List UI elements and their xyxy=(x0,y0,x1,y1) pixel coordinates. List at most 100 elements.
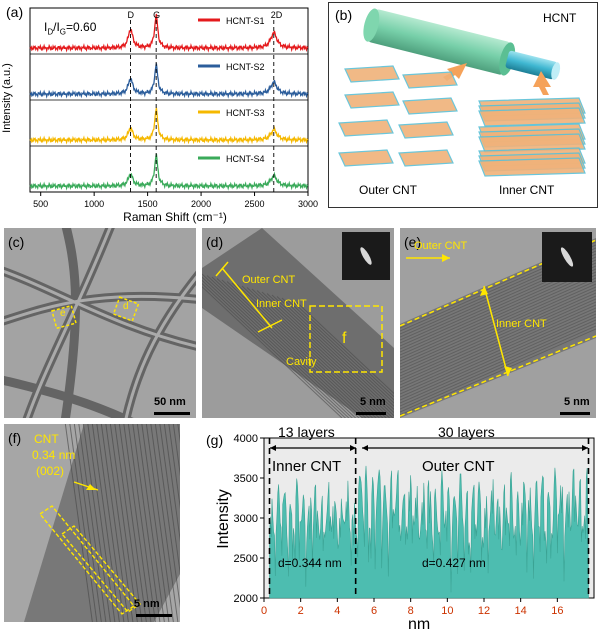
legend-hcnt-s3: HCNT-S3 xyxy=(226,108,265,118)
graphene-sheet xyxy=(478,147,586,177)
x-tick-label-g: 14 xyxy=(515,605,527,617)
ratio-sub-d: D xyxy=(47,27,54,37)
scale-bar-d xyxy=(356,412,386,415)
outer-region: Outer CNT xyxy=(422,458,495,475)
left-layers: 13 layers xyxy=(278,424,335,440)
y-tick-label-g: 4000 xyxy=(234,433,258,445)
tem-image-d xyxy=(202,228,394,418)
graphene-sheet xyxy=(478,97,586,127)
intensity-profile xyxy=(269,465,589,599)
panel-b-label: (b) xyxy=(335,7,353,23)
spectrum-hcnt-s2 xyxy=(29,63,309,99)
y-tick-label-g: 3000 xyxy=(234,513,258,525)
tem-image-e xyxy=(400,228,596,418)
graphene-sheet xyxy=(478,123,586,153)
fringe-box-1 xyxy=(38,505,136,615)
legend-hcnt-s1: HCNT-S1 xyxy=(226,16,265,26)
x-tick-label: 1000 xyxy=(84,199,104,209)
box-e-label: e xyxy=(60,308,66,319)
graphene-sheet xyxy=(402,97,458,115)
box-d-label: d xyxy=(123,301,129,312)
hcnt-schematic xyxy=(338,8,586,177)
peak-label-d: D xyxy=(128,10,135,20)
graphene-sheet xyxy=(338,119,394,137)
scale-e: 5 nm xyxy=(564,396,590,408)
legend-hcnt-s4: HCNT-S4 xyxy=(226,154,265,164)
panel-a-label: (a) xyxy=(6,4,24,20)
cnt-f: CNT xyxy=(34,432,59,446)
scale-c: 50 nm xyxy=(154,396,186,408)
x-tick-label-g: 16 xyxy=(551,605,563,617)
panel-f-label: (f) xyxy=(8,430,22,446)
plane-f: (002) xyxy=(36,464,65,478)
y-tick-label-g: 3500 xyxy=(234,473,258,485)
x-tick-label-g: 8 xyxy=(408,605,414,617)
y-tick-label-g: 2500 xyxy=(234,553,258,565)
scale-d: 5 nm xyxy=(360,396,386,408)
ratio-i: I xyxy=(44,20,48,34)
graphene-sheet xyxy=(338,149,394,167)
x-tick-label: 3000 xyxy=(298,199,318,209)
x-axis-label: Raman Shift (cm⁻¹) xyxy=(123,210,227,224)
x-tick-label-g: 6 xyxy=(371,605,377,617)
ratio-sub-g: G xyxy=(59,27,67,37)
panel-c: (c) e d 50 nm xyxy=(4,228,196,418)
x-tick-label-g: 12 xyxy=(478,605,490,617)
panel-d-label: (d) xyxy=(206,234,224,250)
outer-tube xyxy=(363,8,561,80)
graphene-sheet xyxy=(398,149,454,167)
panel-e-label: (e) xyxy=(404,234,422,250)
inner-cnt-caption: Inner CNT xyxy=(499,183,555,197)
scale-bar-c xyxy=(154,412,190,415)
x-tick-label: 500 xyxy=(33,199,48,209)
arrow-inner xyxy=(533,71,551,95)
scale-f: 5 nm xyxy=(134,598,160,610)
scale-bar-f xyxy=(136,614,172,617)
box-f-label: f xyxy=(342,330,347,347)
left-spacing: d=0.344 nm xyxy=(278,556,342,570)
panel-c-label: (c) xyxy=(8,234,25,250)
legend-hcnt-s2: HCNT-S2 xyxy=(226,62,265,72)
outer-cnt-caption: Outer CNT xyxy=(359,183,418,197)
x-tick-label: 2500 xyxy=(245,199,265,209)
panel-g-label: (g) xyxy=(206,432,224,448)
y-axis-label-g: Intensity xyxy=(215,489,232,549)
spacing-f: 0.34 nm xyxy=(32,448,76,462)
outer-cnt-e: Outer CNT xyxy=(414,240,468,252)
tem-image-f xyxy=(4,424,180,622)
x-tick-label: 1500 xyxy=(138,199,158,209)
graphene-sheet xyxy=(402,71,458,89)
graphene-sheet xyxy=(398,121,454,139)
inner-cnt-e: Inner CNT xyxy=(496,318,547,330)
panel-b: (b) HCNT Outer CNT Inner CNT xyxy=(328,2,598,208)
panel-f: (f) CNT 0.34 nm (002) 5 nm xyxy=(4,424,180,622)
hcnt-title: HCNT xyxy=(543,11,577,25)
x-tick-label-g: 0 xyxy=(261,605,267,617)
spectrum-hcnt-s3 xyxy=(29,107,309,145)
peak-label-g: G xyxy=(153,10,160,20)
scale-bar-e xyxy=(560,412,590,415)
fringe-box-2 xyxy=(60,525,142,613)
ratio-mid: /I xyxy=(53,20,60,34)
box-f xyxy=(309,305,383,373)
x-tick-label-g: 10 xyxy=(441,605,453,617)
x-tick-label-g: 4 xyxy=(334,605,340,617)
box-d xyxy=(112,296,140,322)
graphene-sheet xyxy=(344,65,400,83)
peak-label-2d: 2D xyxy=(271,10,283,20)
x-axis-label-g: nm xyxy=(408,616,431,633)
right-layers: 30 layers xyxy=(438,424,495,440)
box-e xyxy=(51,304,77,330)
outer-cnt-d: Outer CNT xyxy=(242,274,296,286)
ratio-val: =0.60 xyxy=(66,20,97,34)
inner-region: Inner CNT xyxy=(272,458,342,475)
inner-cnt-d: Inner CNT xyxy=(256,298,307,310)
right-spacing: d=0.427 nm xyxy=(422,556,486,570)
cavity-d: Cavity xyxy=(286,356,317,368)
y-tick-label-g: 2000 xyxy=(234,593,258,605)
spectrum-hcnt-s4 xyxy=(29,153,309,191)
